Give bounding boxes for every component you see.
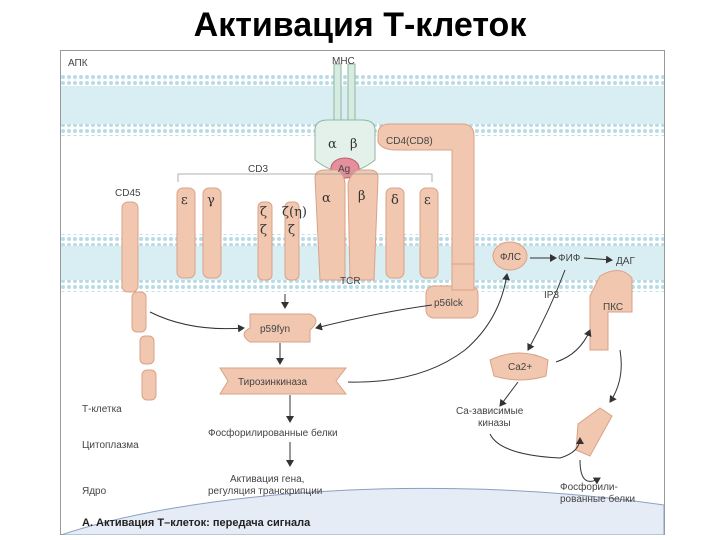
dag-label: ДАГ: [616, 256, 635, 267]
p56lck-label: p56lck: [434, 298, 464, 309]
tcr-alpha-chain: [314, 169, 346, 281]
pip2-label: ФИФ: [558, 253, 581, 264]
slide-title: Активация Т-клеток: [193, 6, 527, 44]
cd45-phosphatase: [121, 201, 157, 401]
cd3-epsilon-chain: [176, 187, 196, 279]
p59fyn-label: p59fyn: [260, 324, 290, 335]
mhc-alpha-label: α: [328, 137, 337, 152]
cd3-gamma-label: γ: [207, 193, 215, 208]
calcium-ion: [489, 352, 549, 381]
tcell-label: Т-клетка: [82, 404, 122, 415]
tyrosine-kinase: [219, 367, 348, 395]
antigen-label: Ag: [338, 164, 350, 175]
phosphorylated-proteins-right-label-2: рованные белки: [560, 493, 635, 505]
plc-enzyme: [492, 241, 528, 271]
arrow-lck-to-fyn: [315, 304, 433, 331]
arrow-cd45-to-fyn: [149, 311, 245, 333]
cytoplasm-label: Цитоплазма: [82, 440, 139, 451]
tyrosine-kinase-label: Тирозинкиназа: [238, 377, 307, 388]
zeta-eta-label: ζ(η): [282, 205, 307, 220]
ca-kinases-label-2: киназы: [478, 418, 511, 429]
tcr-alpha-label: α: [322, 191, 331, 206]
diagram-canvas: АПК MHC α β Ag CD4(CD8) CD3 CD45 ε γ ζ ζ…: [60, 50, 665, 536]
cd3-gamma-chain: [202, 187, 222, 279]
cd45-label: CD45: [115, 188, 141, 199]
zeta-label-3: ζ: [288, 223, 295, 238]
arrow-calcium-to-pkc: [555, 329, 592, 363]
apc-membrane: [61, 74, 664, 136]
cd3-delta-chain: [385, 187, 405, 279]
arrow-pip2-to-calcium: [527, 269, 566, 351]
phosphorylated-proteins-right-label-1: Фосфорили-: [560, 481, 618, 493]
zeta-label-2: ζ: [260, 223, 267, 238]
arrow-kinase-to-plc: [347, 273, 511, 383]
zeta-chain-right: [284, 201, 300, 281]
plc-label: ФЛС: [500, 252, 521, 263]
cd3-epsilon-label-2: ε: [424, 193, 431, 208]
pkc-enzyme: [589, 270, 633, 351]
ca-kinases-label-1: Ca-зависимые: [456, 406, 524, 417]
cd3-epsilon-chain-2: [419, 187, 439, 279]
gene-activation-label-2: регуляция транскрипции: [208, 486, 322, 497]
arrow-pkc-to-proteins: [609, 349, 622, 403]
gene-activation-label-1: Активация гена,: [230, 474, 304, 485]
cd3-label: CD3: [248, 164, 268, 175]
figure-caption: А. Активация Т–клеток: передача сигнала: [82, 517, 311, 529]
cd3-epsilon-label: ε: [181, 193, 188, 208]
calcium-label: Ca2+: [508, 362, 532, 373]
phosphorylated-proteins-label: Фосфорилированные белки: [208, 427, 338, 439]
mhc-beta-label: β: [350, 137, 358, 152]
tcr-label: TCR: [340, 276, 361, 287]
arrow-pip2-to-dag: [583, 255, 613, 264]
ip3-label: IP3: [544, 290, 559, 301]
p59fyn-kinase: [243, 313, 317, 343]
cd3-delta-label: δ: [391, 193, 399, 208]
zeta-label-1: ζ: [260, 205, 267, 220]
phosphorylated-proteins-right: [575, 407, 613, 457]
arrow-calcium-to-kinases: [499, 381, 519, 407]
cd3-bracket: [177, 173, 433, 182]
arrow-proteins-to-nucleus: [579, 459, 601, 485]
nucleus-region: [60, 487, 665, 536]
mhc-molecule: [314, 63, 376, 173]
tcr-beta-label: β: [358, 189, 366, 204]
arrow-kinases-to-proteins: [489, 433, 584, 459]
tcr-beta-chain: [347, 169, 379, 281]
zeta-chain-left: [257, 201, 273, 281]
cd4-cd8-label: CD4(CD8): [386, 136, 433, 147]
tcell-activation-figure: АПК MHC α β Ag CD4(CD8) CD3 CD45 ε γ ζ ζ…: [60, 50, 665, 536]
mhc-label: MHC: [332, 56, 355, 67]
pkc-label: ПКС: [603, 302, 623, 313]
nucleus-label: Ядро: [82, 486, 107, 497]
apc-label: АПК: [68, 58, 88, 69]
